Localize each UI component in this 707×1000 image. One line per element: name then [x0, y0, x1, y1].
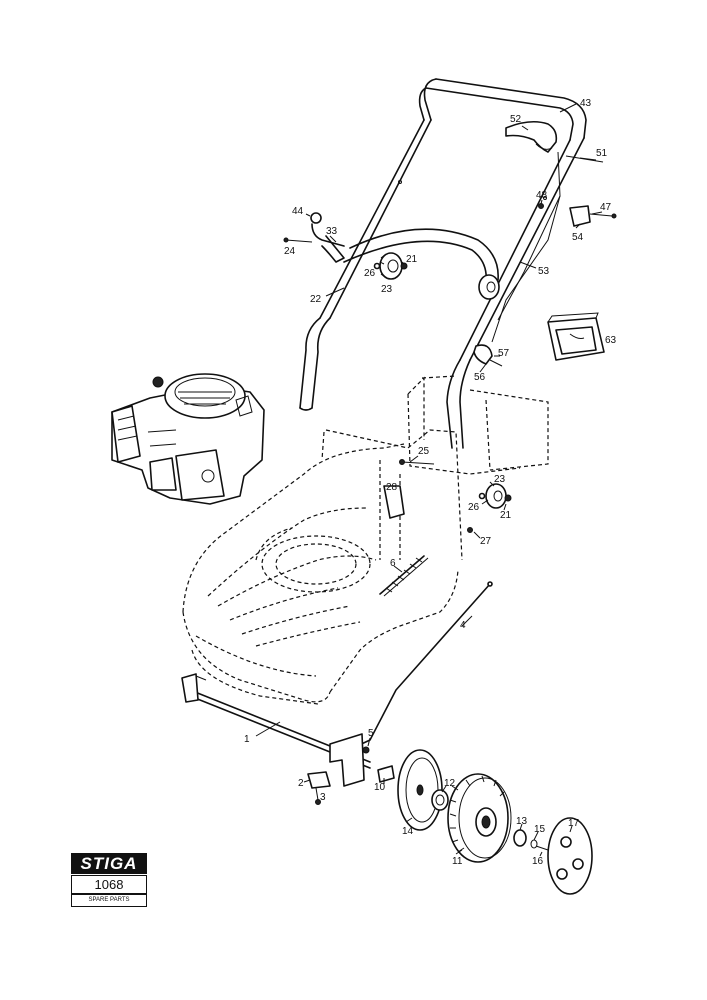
grass-bag-frame: [547, 312, 605, 361]
axle-bushing: [377, 765, 395, 783]
callout-48: 48: [536, 190, 548, 201]
callout-25: 25: [418, 446, 430, 457]
hubcap: [547, 817, 593, 895]
callout-44: 44: [292, 206, 304, 217]
callout-22: 22: [310, 294, 322, 305]
height-lever: [307, 733, 370, 805]
wheel-bearing: [431, 789, 449, 811]
cable-bracket: [538, 203, 617, 227]
callout-23-lower: 23: [494, 474, 506, 485]
callout-14: 14: [402, 826, 414, 837]
logo-diagram-number: 1068: [71, 875, 147, 894]
callout-16: 16: [532, 856, 544, 867]
callout-23-upper: 23: [381, 284, 393, 295]
callout-17: 17: [568, 818, 580, 829]
cable-clip: [283, 212, 345, 263]
control-lever: [505, 120, 604, 163]
engine: [111, 373, 265, 505]
callout-3: 3: [320, 792, 326, 803]
callout-56: 56: [474, 372, 486, 383]
callout-labels: 43 52 51 48 47 54 53 44 33 24 26 21 23 2…: [244, 98, 617, 867]
stiga-logo: STIGA 1068 SPARE PARTS: [71, 853, 147, 907]
callout-12: 12: [444, 778, 456, 789]
callout-28: 28: [386, 482, 398, 493]
callout-43: 43: [580, 98, 592, 109]
callout-4: 4: [460, 620, 466, 631]
callout-33: 33: [326, 226, 338, 237]
mower-deck: [182, 375, 549, 705]
callout-15: 15: [534, 824, 546, 835]
callout-2: 2: [298, 778, 304, 789]
callout-24: 24: [284, 246, 296, 257]
callout-21-lower: 21: [500, 510, 512, 521]
height-spring: [379, 555, 429, 597]
callout-10: 10: [374, 782, 386, 793]
callout-11: 11: [452, 856, 463, 867]
callout-21-upper: 21: [406, 254, 418, 265]
callout-13: 13: [516, 816, 528, 827]
handle-knob-upper: [373, 252, 408, 280]
leader-lines: [255, 103, 603, 857]
callout-27: 27: [480, 536, 492, 547]
rear-bracket: [383, 459, 435, 519]
callout-52: 52: [510, 114, 522, 125]
rear-wheel: [447, 773, 512, 863]
callout-47: 47: [600, 202, 612, 213]
callout-53: 53: [538, 266, 550, 277]
logo-caption: SPARE PARTS: [71, 894, 147, 907]
callout-51: 51: [596, 148, 608, 159]
callout-54: 54: [572, 232, 584, 243]
logo-brand: STIGA: [71, 853, 147, 874]
callout-26-lower: 26: [468, 502, 480, 513]
callout-57: 57: [498, 348, 510, 359]
upper-handle: [319, 78, 587, 361]
wheel-fasteners: [513, 829, 549, 851]
callout-1: 1: [244, 734, 250, 745]
lower-handle: [299, 228, 499, 449]
callout-63: 63: [605, 335, 617, 346]
handle-knob-lower: [467, 483, 512, 533]
callout-6: 6: [390, 558, 396, 569]
callout-5: 5: [368, 728, 374, 739]
height-adjust-rod: [339, 581, 493, 755]
throttle-cable: [491, 151, 561, 343]
wheel-disc: [397, 749, 443, 831]
callout-26-upper: 26: [364, 268, 376, 279]
handle-knob-right: [478, 274, 500, 300]
